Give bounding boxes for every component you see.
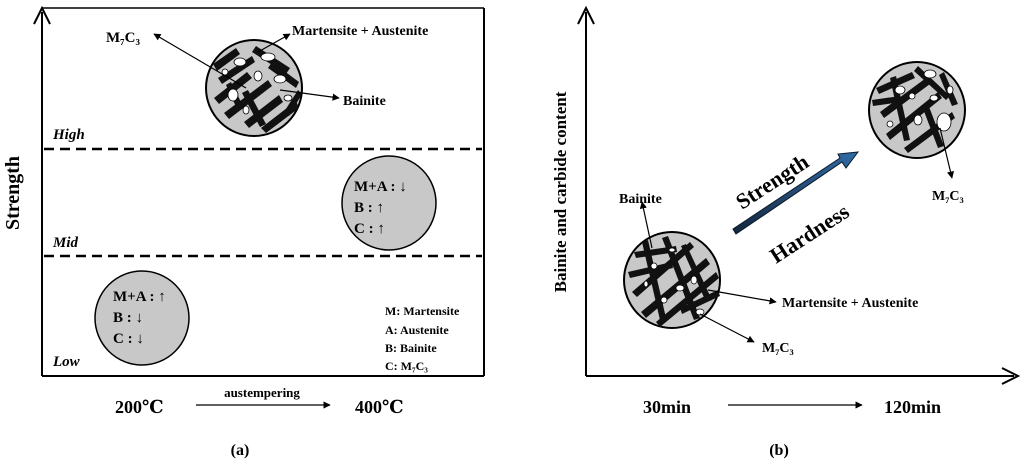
legend-b: B: Bainite xyxy=(385,341,437,355)
panel-a-x-end: 400℃ xyxy=(355,397,404,417)
label-m7c3-a: M₇C₃ xyxy=(106,30,140,46)
panel-b-y-arrowhead xyxy=(577,5,595,25)
legend-a: A: Austenite xyxy=(385,323,449,337)
label-martensite-austenite-b: Martensite + Austenite xyxy=(782,296,918,311)
circle-mid-line1: M+A : ↓ xyxy=(354,179,407,195)
panel-a-process-label: austempering xyxy=(224,385,300,400)
circle-low-line1: M+A : ↑ xyxy=(113,289,166,305)
microstructure-30min xyxy=(623,231,721,329)
label-m7c3-b-left: M₇C₃ xyxy=(762,341,794,356)
arrow-to-m7c3-b-left xyxy=(699,313,755,343)
panel-b-x-arrowhead xyxy=(1001,367,1021,385)
panel-b: Bainite and carbide content xyxy=(551,5,1021,459)
circle-low-line3: C : ↓ xyxy=(113,331,144,347)
arrow-to-bainite-b xyxy=(639,201,653,249)
label-bainite-a: Bainite xyxy=(343,94,386,109)
label-martensite-austenite-a: Martensite + Austenite xyxy=(292,24,428,39)
legend: M: Martensite A: Austenite B: Bainite C:… xyxy=(385,304,460,373)
circle-low-line2: B : ↓ xyxy=(113,310,143,326)
caption-b: (b) xyxy=(769,442,789,459)
circle-mid: M+A : ↓ B : ↑ C : ↑ xyxy=(341,155,437,251)
label-bainite-b: Bainite xyxy=(619,192,662,207)
arrow-to-m7c3-b-right xyxy=(939,127,954,179)
label-m7c3-b-right: M₇C₃ xyxy=(932,189,964,204)
arrow-to-m7c3 xyxy=(153,33,247,89)
level-label-mid: Mid xyxy=(52,235,79,251)
level-label-high: High xyxy=(52,127,85,143)
panel-b-y-label: Bainite and carbide content xyxy=(551,91,570,292)
strength-hardness-arrow xyxy=(732,151,860,235)
circle-mid-line2: B : ↑ xyxy=(354,200,384,216)
arrow-to-bainite xyxy=(279,89,340,101)
panel-a: Strength High Mid Low xyxy=(2,5,485,459)
panel-a-x-start: 200℃ xyxy=(115,397,164,417)
legend-c: C: M₇C₃ xyxy=(385,359,428,373)
arrow-to-martensite-austenite xyxy=(257,33,291,53)
microstructure-high xyxy=(205,39,303,137)
caption-a: (a) xyxy=(231,442,250,459)
arrow-to-martensite-austenite-b xyxy=(707,289,777,305)
microstructure-120min xyxy=(868,61,966,159)
panel-a-y-label: Strength xyxy=(2,156,24,230)
panel-b-x-end: 120min xyxy=(884,397,941,417)
circle-mid-line3: C : ↑ xyxy=(354,221,385,237)
circle-low: M+A : ↑ B : ↓ C : ↓ xyxy=(94,270,190,366)
level-label-low: Low xyxy=(52,354,81,370)
panel-b-x-start: 30min xyxy=(643,397,691,417)
label-hardness: Hardness xyxy=(765,198,854,268)
legend-m: M: Martensite xyxy=(385,304,460,318)
